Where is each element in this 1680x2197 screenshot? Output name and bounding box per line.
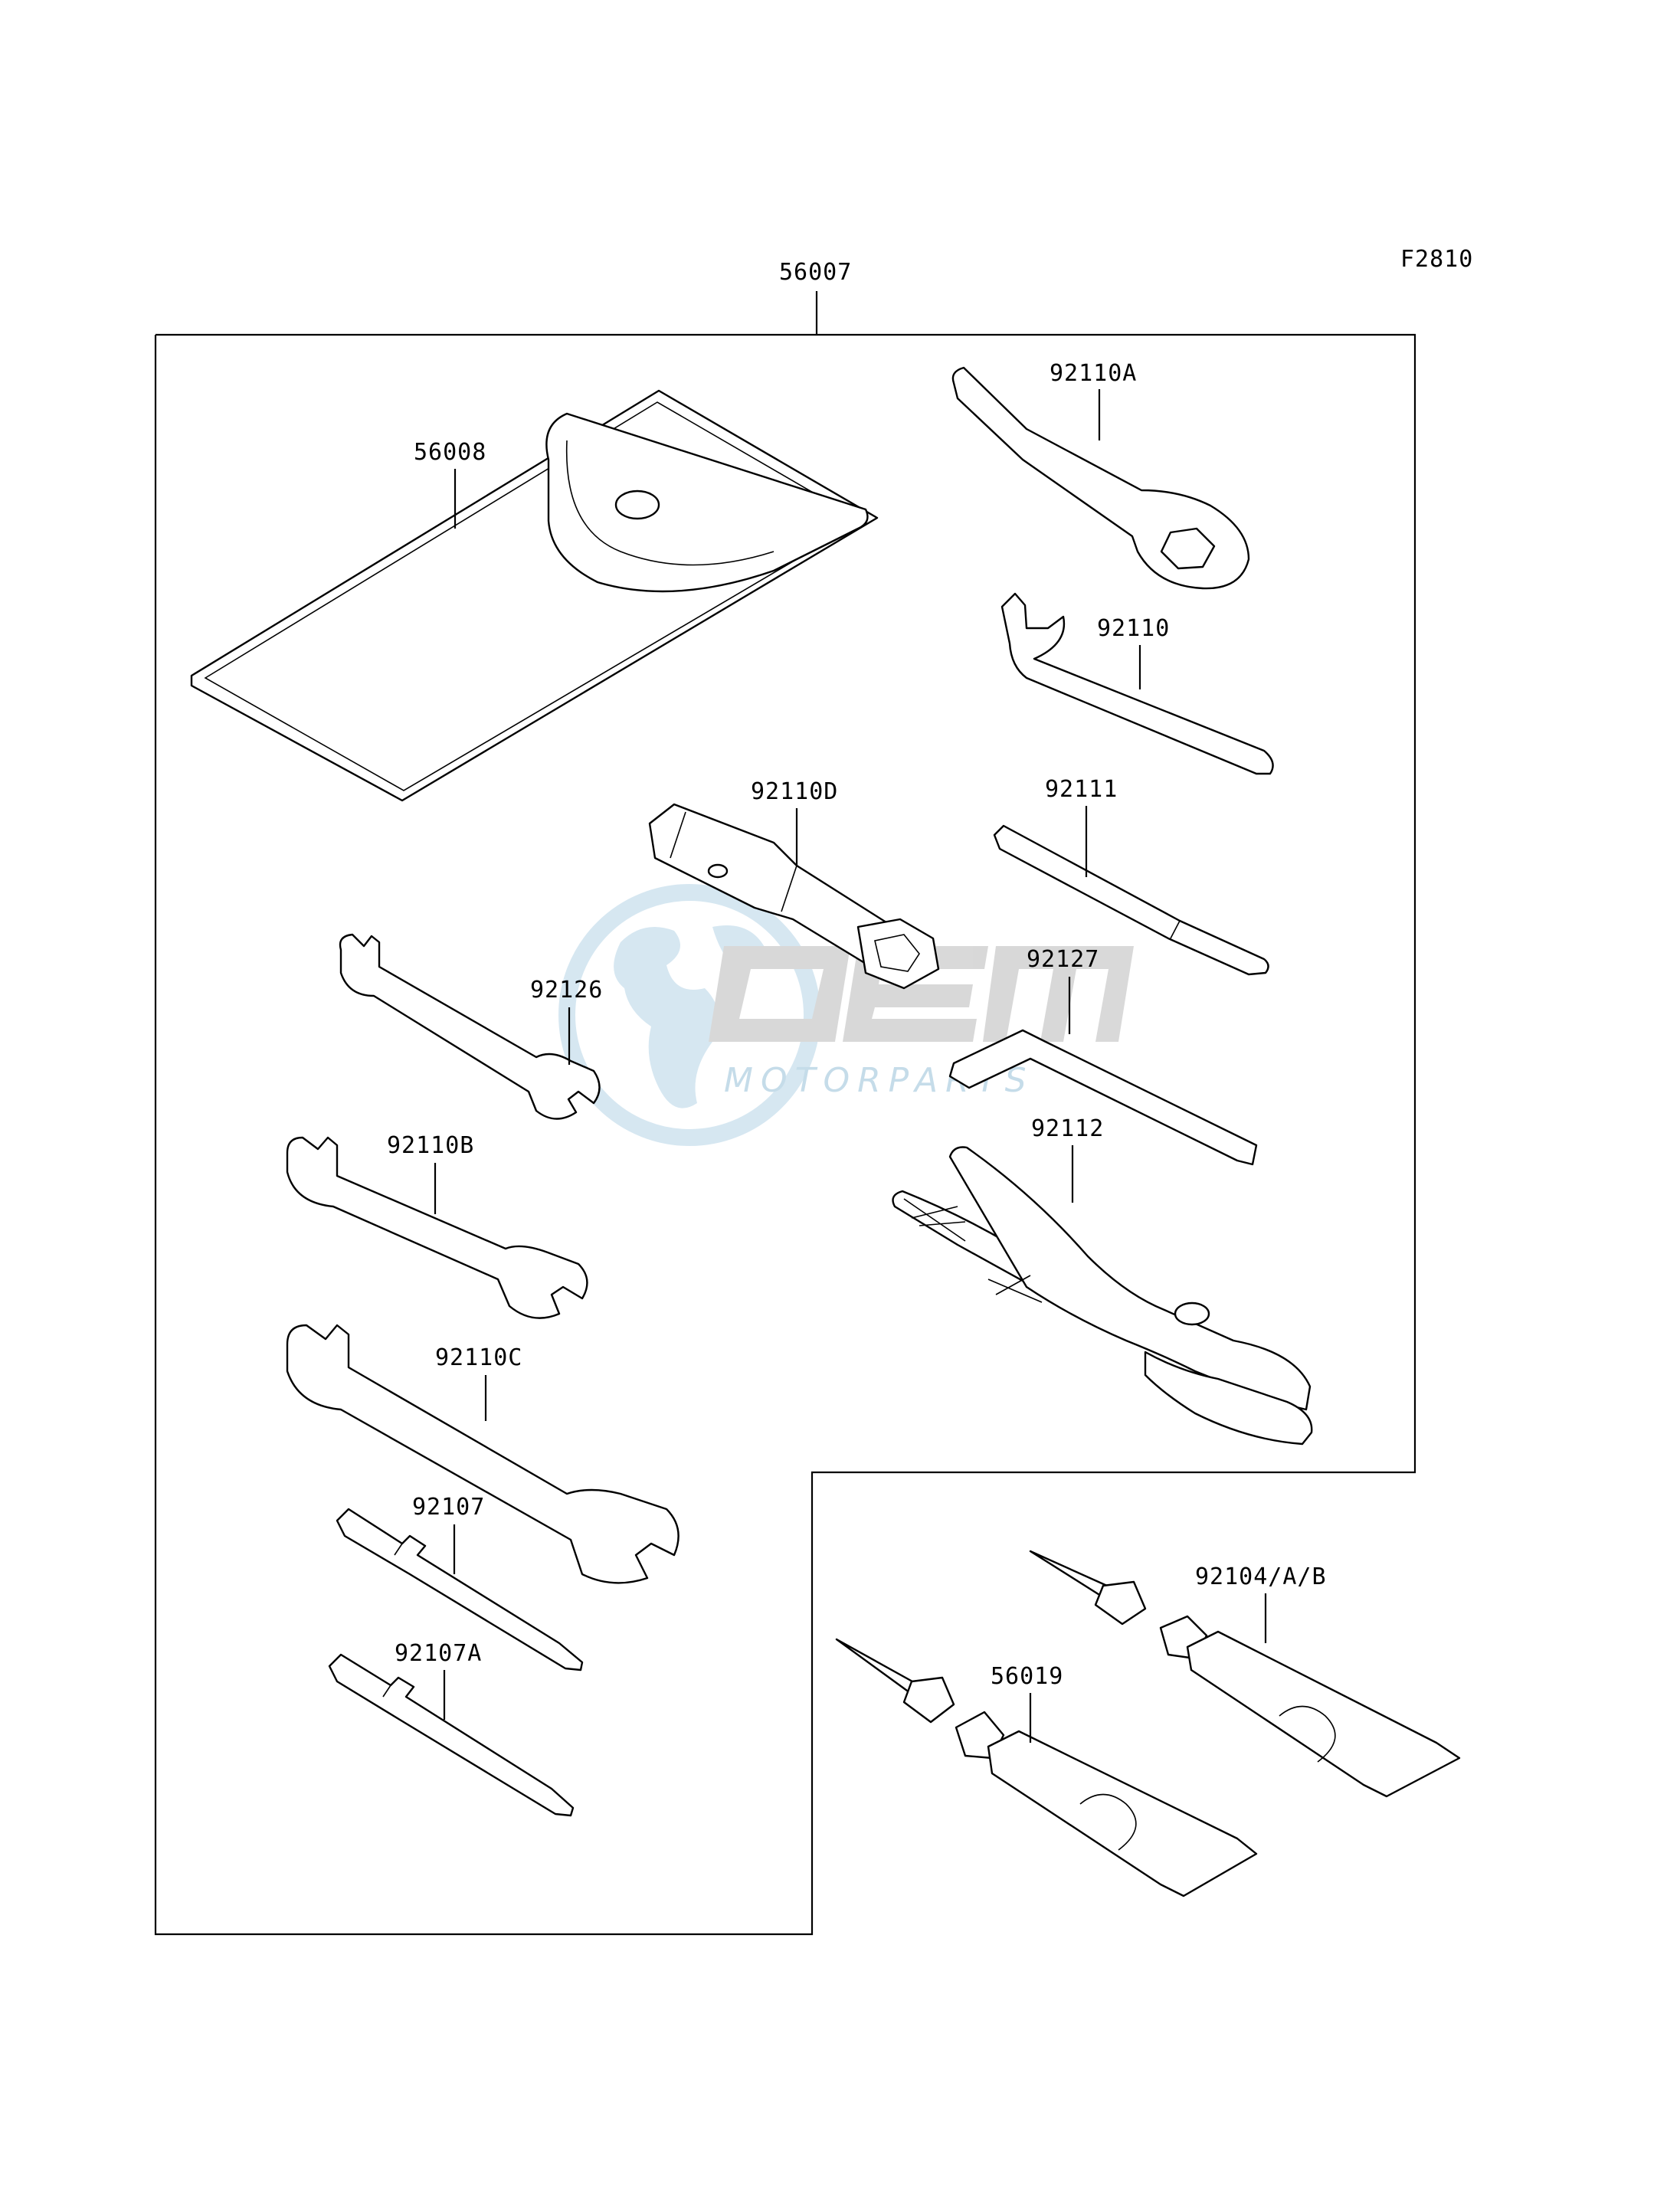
callout-92110D: 92110D — [751, 778, 838, 805]
callout-92107: 92107 — [412, 1494, 485, 1521]
screwdriver-bit-a — [328, 1653, 575, 1817]
assembly-bracket — [154, 333, 1416, 1936]
callout-92127: 92127 — [1027, 946, 1099, 973]
grease-tube-small — [1029, 1550, 1461, 1798]
callout-92112: 92112 — [1031, 1115, 1104, 1142]
open-end-wrench-large — [286, 1324, 680, 1584]
callout-56008: 56008 — [414, 439, 486, 466]
open-end-wrench-small — [339, 933, 601, 1120]
callout-92111: 92111 — [1045, 776, 1118, 803]
screwdriver-bit — [336, 1508, 584, 1671]
callout-92110: 92110 — [1097, 615, 1170, 642]
pliers — [892, 1146, 1313, 1446]
callout-92110B: 92110B — [387, 1132, 474, 1159]
hook-wrench — [1000, 592, 1274, 775]
spark-plug-socket-wrench — [648, 803, 940, 990]
callout-92110C: 92110C — [435, 1344, 522, 1371]
grease-tube — [835, 1638, 1258, 1897]
tool-bag — [190, 389, 879, 802]
callout-92104AB: 92104/A/B — [1195, 1563, 1327, 1590]
figure-code: F2810 — [1400, 246, 1473, 273]
globe-icon — [558, 884, 820, 1146]
watermark: MOTORPARTS — [558, 884, 1134, 1146]
open-end-wrench-medium — [286, 1136, 588, 1319]
callout-92110A: 92110A — [1050, 360, 1137, 387]
ring-wrench — [951, 366, 1250, 590]
assembly-label: 56007 — [779, 259, 852, 286]
tommy-bar — [993, 824, 1269, 976]
callout-92126: 92126 — [530, 977, 603, 1004]
callout-92107A: 92107A — [395, 1640, 482, 1667]
callout-56019: 56019 — [991, 1663, 1063, 1690]
hex-key — [948, 1029, 1258, 1166]
